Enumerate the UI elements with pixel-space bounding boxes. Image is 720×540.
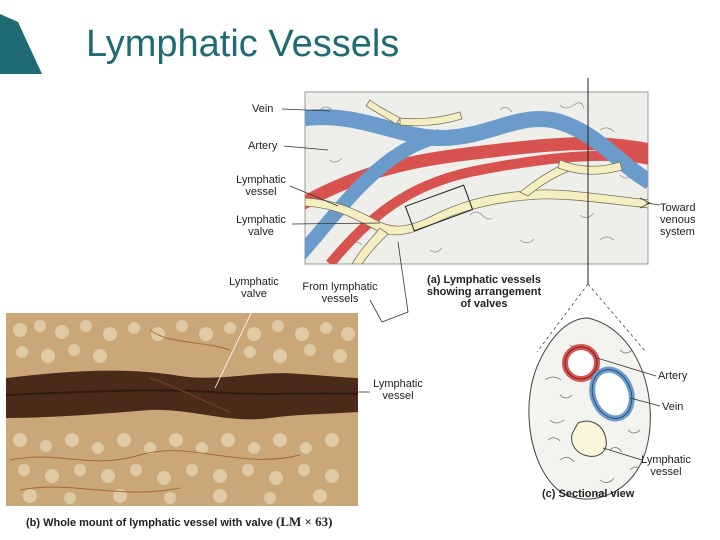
label-lymphatic-vessel-c: Lymphatic vessel (641, 454, 691, 478)
label-lymphatic-valve-a: Lymphatic valve (236, 214, 286, 238)
label-from-lymphatic-vessels: From lymphatic vessels (302, 281, 378, 305)
corner-accent (0, 14, 42, 74)
label-lymphatic-vessel-a: Lymphatic vessel (236, 174, 286, 198)
panel-b-micrograph (6, 302, 370, 506)
label-lymphatic-vessel-b: Lymphatic vessel (373, 378, 423, 402)
panel-a-illustration (281, 78, 661, 353)
label-artery-c: Artery (658, 370, 688, 382)
label-lymphatic-valve-b: Lymphatic valve (229, 276, 279, 300)
caption-panel-a: (a) Lymphatic vessels showing arrangemen… (426, 274, 542, 310)
label-vein-a: Vein (252, 103, 274, 115)
caption-panel-c: (c) Sectional view (542, 488, 635, 500)
caption-panel-b-magnification: (LM × 63) (276, 514, 333, 529)
label-vein-c: Vein (662, 401, 684, 413)
caption-panel-b-text: (b) Whole mount of lymphatic vessel with… (26, 517, 273, 529)
panel-c-sectional-view (528, 317, 661, 500)
page-title: Lymphatic Vessels (86, 23, 400, 65)
label-toward-venous-system: Toward venous system (660, 202, 696, 238)
caption-panel-b: (b) Whole mount of lymphatic vessel with… (26, 514, 333, 530)
label-artery-a: Artery (248, 140, 278, 152)
